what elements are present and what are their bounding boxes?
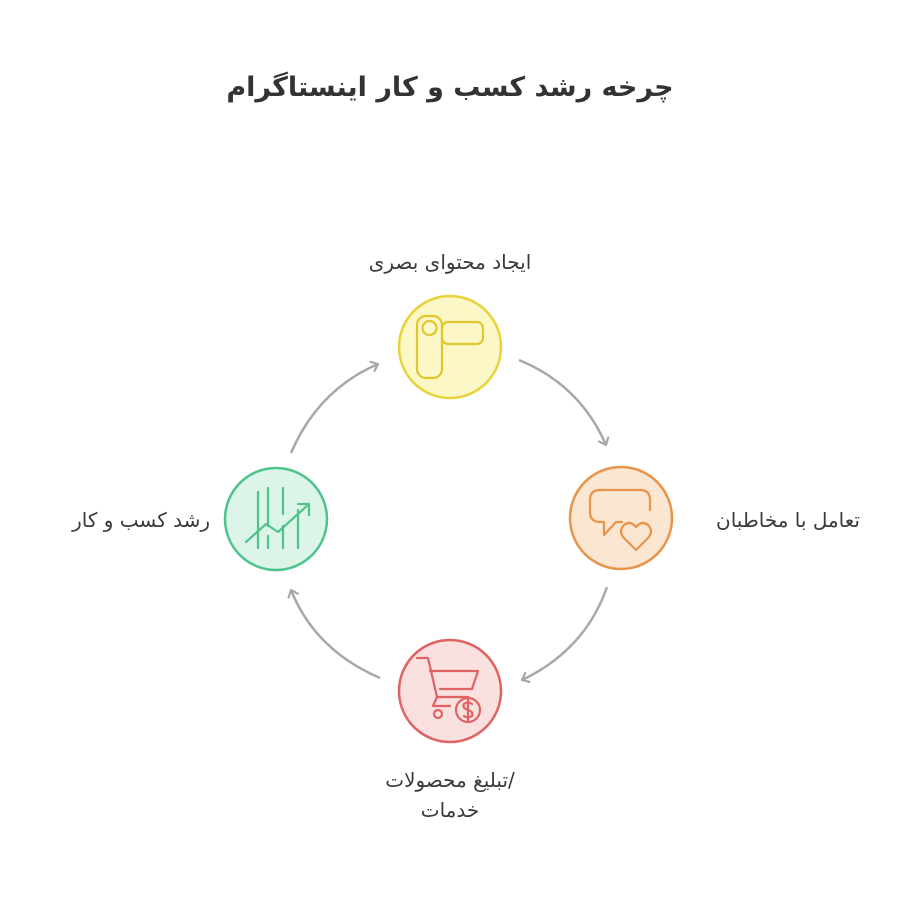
chat-heart-icon — [588, 488, 653, 552]
arrow-growth-to-content — [289, 364, 378, 454]
step-label-business-growth: رشد کسب و کار — [72, 508, 210, 532]
step-label-promotion: /تبلیغ محصولات خدمات — [330, 765, 570, 825]
step-label-promotion-line1: /تبلیغ محصولات — [385, 768, 515, 792]
video-camera-icon — [415, 314, 485, 380]
diagram-title: چرخه رشد کسب و کار اینستاگرام — [226, 72, 674, 103]
arrow-engagement-to-promotion — [522, 586, 609, 680]
cart-dollar-icon — [415, 656, 482, 724]
step-label-promotion-line2: خدمات — [420, 798, 480, 822]
step-node-business-growth — [223, 466, 329, 572]
step-node-promotion — [397, 638, 503, 744]
step-label-content-creation: ایجاد محتوای بصری — [368, 250, 532, 274]
step-node-content-creation — [397, 294, 503, 400]
step-label-engagement: تعامل با مخاطبان — [716, 508, 860, 532]
arrow-content-to-engagement — [518, 358, 606, 445]
arrow-promotion-to-growth — [291, 590, 381, 680]
growth-chart-icon — [244, 486, 311, 550]
step-node-engagement — [568, 465, 674, 571]
